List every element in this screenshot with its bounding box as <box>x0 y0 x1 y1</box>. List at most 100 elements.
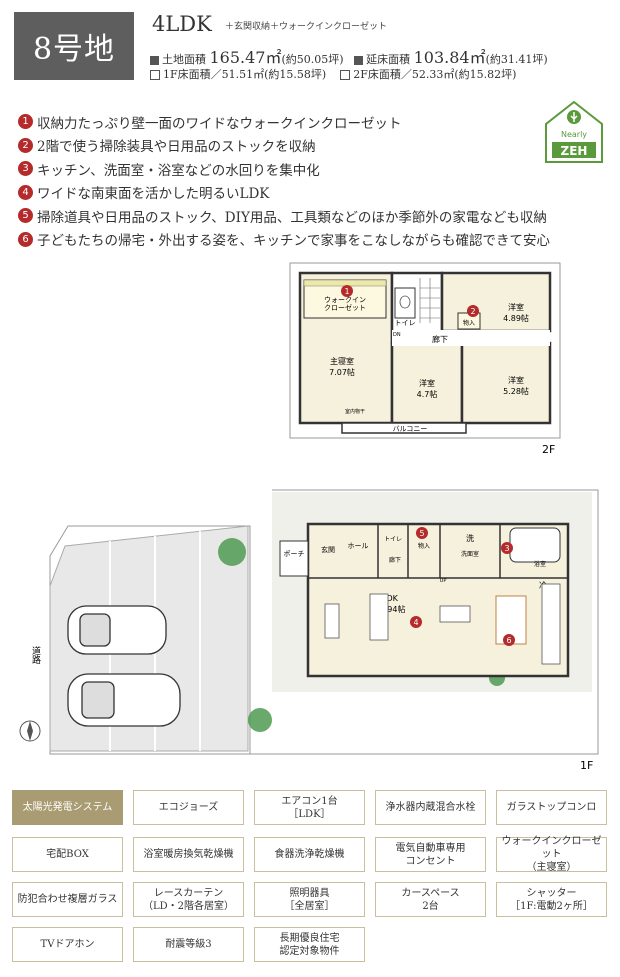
car-icon <box>67 605 181 727</box>
bath-label: 浴室 <box>534 560 546 568</box>
nearly-zeh-badge: Nearly ZEH <box>545 100 603 163</box>
hall-label: 廊下 <box>432 334 448 344</box>
marker-3 <box>501 542 513 554</box>
bathtub-icon <box>509 527 561 563</box>
second-floor-area: 2F床面積／52.33㎡(約15.82坪) <box>353 68 517 81</box>
floor-label-1f: 1F <box>580 759 593 772</box>
feature-text: 子どもたちの帰宅・外出する姿を、キッチンで家事をこなしながらも確認できて安心 <box>37 233 550 250</box>
floor-area-label: 延床面積 <box>366 53 411 66</box>
toilet-icon <box>399 295 411 309</box>
ldk-size: 20.94帖 <box>375 604 406 614</box>
floor-label-2f: 2F <box>542 443 555 456</box>
equipment-item: 浄水器内蔵混合水栓 <box>375 790 486 825</box>
wic-label: ウォークインクローゼット <box>324 296 366 312</box>
equipment-item: 宅配BOX <box>12 837 123 872</box>
equipment-item: 電気自動車専用 コンセント <box>375 837 486 872</box>
balcony-label: バルコニー <box>393 425 428 433</box>
svg-text:5: 5 <box>419 529 424 538</box>
marker-4 <box>410 616 422 628</box>
tree-icon <box>218 538 505 732</box>
room-2-label: 洋室 <box>419 378 435 388</box>
land-area-value: 165.47㎡ <box>209 48 282 67</box>
equipment-item: ガラストップコンロ <box>496 790 607 825</box>
lot-number-badge: 8号地 <box>14 12 134 80</box>
equipment-item: シャッター ［1F:電動2ヶ所］ <box>496 882 607 917</box>
furniture <box>324 593 471 641</box>
filled-square-icon <box>150 55 159 65</box>
floor-areas: 1F床面積／51.51㎡(約15.58坪) 2F床面積／52.33㎡(約15.8… <box>150 66 516 82</box>
marker-2 <box>467 305 479 317</box>
marker-5 <box>416 527 428 539</box>
toilet-label: トイレ <box>395 319 416 327</box>
hollow-square-icon <box>340 70 351 80</box>
marker-6 <box>503 634 515 646</box>
washroom-label: 洗面室 <box>461 550 479 558</box>
floor-plan-2f: ウォークインクローゼット 1 DN トイレ 物入 2 廊下 洋室 4.89帖 主… <box>289 262 561 456</box>
feature-number: 6 <box>18 231 33 247</box>
room-3-size: 5.28帖 <box>503 386 529 396</box>
svg-text:1: 1 <box>344 287 349 296</box>
up-label: UP <box>440 578 447 584</box>
svg-text:6: 6 <box>506 636 511 645</box>
feature-number: 4 <box>18 184 33 200</box>
feature-number: 5 <box>18 208 33 224</box>
feature-text: 2階で使う掃除装具や日用品のストックを収納 <box>37 139 316 156</box>
zeh-bottom-text: ZEH <box>561 144 588 158</box>
porch-label: ポーチ <box>284 550 305 558</box>
filled-square-icon <box>354 55 364 65</box>
hollow-square-icon <box>150 70 160 80</box>
wash-label: 洗 <box>466 533 474 543</box>
cupboard <box>541 583 561 665</box>
road-label: 道路 <box>30 645 41 665</box>
master-size: 7.07帖 <box>329 367 355 377</box>
plan-type: 4LDK <box>152 12 212 36</box>
equipment-item: 太陽光発電システム <box>12 790 123 825</box>
dn-label: DN <box>393 332 401 338</box>
svg-text:4: 4 <box>413 618 418 627</box>
toilet-label: トイレ <box>384 536 402 543</box>
indoor-dryer-label: 室内物干 <box>345 408 365 415</box>
floor-area-value: 103.84㎡ <box>413 48 486 67</box>
feature-number: 1 <box>18 114 33 130</box>
equipment-item: 浴室暖房換気乾燥機 <box>133 837 244 872</box>
land-area-label: 土地面積 <box>162 53 206 66</box>
first-floor-area: 1F床面積／51.51㎡(約15.58坪) <box>163 68 327 81</box>
feature-number: 3 <box>18 161 33 177</box>
hall-label: ホール <box>348 542 369 550</box>
entrance-label: 玄関 <box>321 545 335 554</box>
room-3-area <box>460 341 552 425</box>
equipment-item: TVドアホン <box>12 927 123 962</box>
floor-plan-1f: 道路 ポーチ 玄関 ホール トイレ 廊下 物入 5 洗面室 洗 浴室 3 冷 U… <box>19 489 599 772</box>
equipment-item: ウォークインクローゼット （主寝室） <box>496 836 607 873</box>
feature-text: 掃除道具や日用品のストック、DIY用品、工具類などのほか季節外の家電なども収納 <box>37 209 547 226</box>
room-1-size: 4.89帖 <box>503 313 529 323</box>
equipment-item: 耐震等級3 <box>133 927 244 962</box>
zeh-top-text: Nearly <box>561 130 587 139</box>
equipment-item: エアコン1台 ［LDK］ <box>254 790 365 825</box>
equipment-item: 長期優良住宅 認定対象物件 <box>254 927 365 962</box>
svg-text:3: 3 <box>504 544 509 553</box>
equipment-item: 照明器具 ［全居室］ <box>254 882 365 917</box>
plan-extra-storage: ＋玄関収納＋ウォークインクローゼット <box>225 22 388 32</box>
area-totals: 土地面積 165.47㎡(約50.05坪) 延床面積 103.84㎡(約31.4… <box>150 44 548 68</box>
feature-text: キッチン、洗面室・浴室などの水回りを集中化 <box>37 162 320 179</box>
equipment-item: レースカーテン （LD・2階各居室） <box>133 882 244 917</box>
feature-text: 収納力たっぷり壁一面のワイドなウォークインクローゼット <box>37 115 402 132</box>
storage-label: 物入 <box>418 542 430 550</box>
ldk-label: LDK <box>382 594 399 603</box>
master-label: 主寝室 <box>330 356 354 366</box>
floor-area-tsubo: (約31.41坪) <box>485 53 548 66</box>
room-2-area <box>390 341 464 425</box>
marker-1 <box>341 285 353 297</box>
equipment-item: エコジョーズ <box>133 790 244 825</box>
feature-number: 2 <box>18 137 33 153</box>
room-2-size: 4.7帖 <box>417 389 438 399</box>
room-3-label: 洋室 <box>508 375 524 385</box>
storage-label: 物入 <box>463 319 475 327</box>
